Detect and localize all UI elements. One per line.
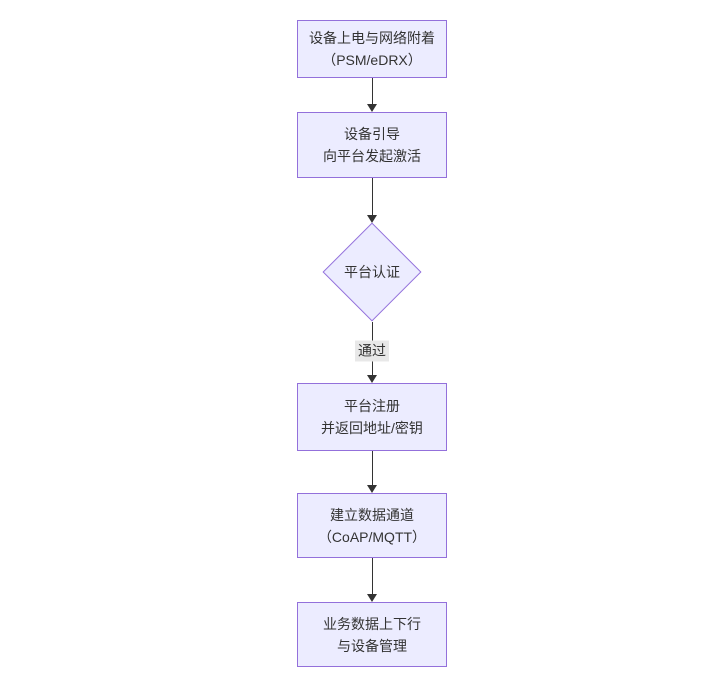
- flow-node-business-data: 业务数据上下行 与设备管理: [297, 602, 447, 667]
- decision-label: 平台认证: [344, 264, 400, 280]
- arrow-line: [371, 451, 373, 485]
- arrowhead-down-icon: [367, 594, 377, 602]
- arrow-line: [371, 178, 373, 215]
- flow-node-data-channel: 建立数据通道 （CoAP/MQTT）: [297, 493, 447, 558]
- node-text-line: （PSM/eDRX）: [322, 52, 422, 68]
- node-text-line: 设备上电与网络附着: [309, 30, 435, 46]
- node-text-line: 平台注册: [344, 398, 400, 414]
- arrow-line: [371, 78, 373, 104]
- connector-arrow-2: [367, 178, 377, 223]
- node-text-line: 并返回地址/密钥: [321, 420, 423, 436]
- node-text-line: 与设备管理: [337, 637, 407, 654]
- connector-arrow-1: [367, 78, 377, 112]
- arrowhead-down-icon: [367, 375, 377, 383]
- node-text-line: 业务数据上下行: [323, 615, 421, 632]
- edge-label-pass: 通过: [355, 340, 389, 362]
- node-text-line: （CoAP/MQTT）: [317, 528, 427, 545]
- connector-arrow-5: [367, 558, 377, 602]
- node-text-line: 建立数据通道: [330, 506, 414, 523]
- flow-node-device-bootstrap: 设备引导 向平台发起激活: [297, 112, 447, 178]
- node-text-line: 向平台发起激活: [323, 148, 421, 164]
- flow-node-platform-register: 平台注册 并返回地址/密钥: [297, 383, 447, 451]
- arrow-line: [371, 558, 373, 594]
- node-text-line: 设备引导: [344, 126, 400, 142]
- flow-node-power-network-attach: 设备上电与网络附着 （PSM/eDRX）: [297, 20, 447, 78]
- arrowhead-down-icon: [367, 215, 377, 223]
- arrowhead-down-icon: [367, 485, 377, 493]
- connector-arrow-4: [367, 451, 377, 493]
- arrowhead-down-icon: [367, 104, 377, 112]
